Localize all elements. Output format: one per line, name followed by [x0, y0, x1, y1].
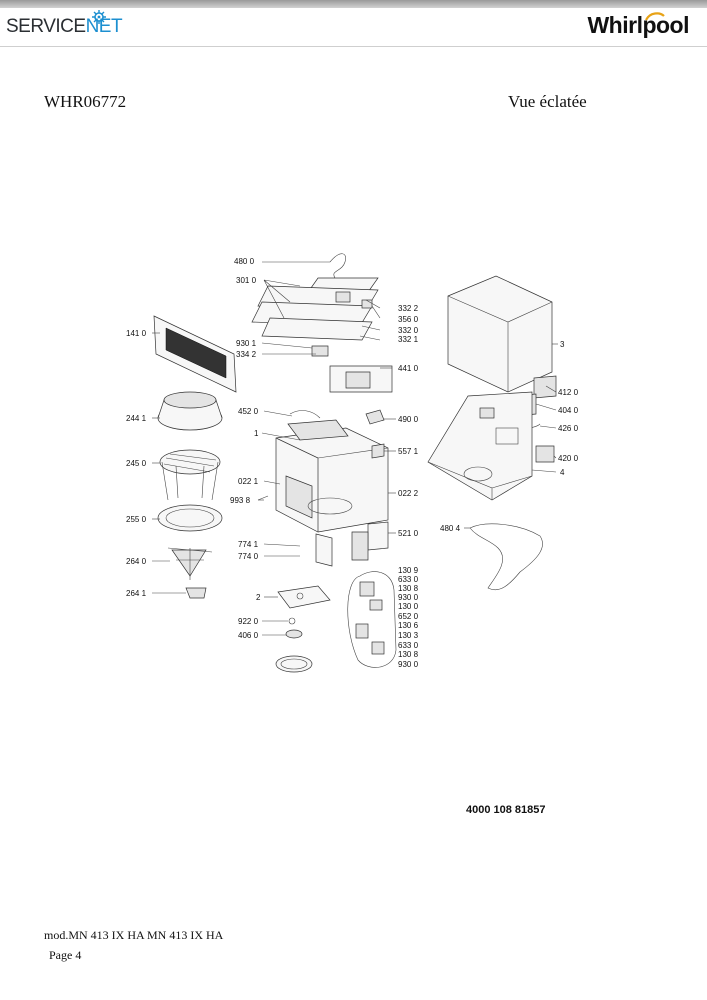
- label-412-0: 412 0: [558, 388, 579, 397]
- label-922-0: 922 0: [238, 617, 259, 626]
- label-130-9: 130 9: [398, 566, 419, 575]
- label-930-0-a: 930 0: [398, 593, 419, 602]
- label-633-0-a: 633 0: [398, 575, 419, 584]
- label-774-1: 774 1: [238, 540, 259, 549]
- header-divider: [0, 46, 707, 47]
- label-4: 4: [560, 468, 565, 477]
- control-panel-group: [251, 253, 393, 393]
- door-part: [153, 315, 237, 393]
- gear-icon: [92, 10, 106, 24]
- label-404-0: 404 0: [558, 406, 579, 415]
- label-130-8-a: 130 8: [398, 584, 419, 593]
- label-490-0: 490 0: [398, 415, 419, 424]
- label-993-8: 993 8: [230, 496, 251, 505]
- document-part-number: 4000 108 81857: [466, 804, 546, 816]
- label-406-0: 406 0: [238, 631, 259, 640]
- header-top-bar: [0, 0, 707, 8]
- label-130-0: 130 0: [398, 602, 419, 611]
- label-244-1: 244 1: [126, 414, 147, 423]
- part-labels: 480 0 301 0 332 2 356 0 332 0 332 1 141 …: [126, 257, 579, 669]
- label-441-0: 441 0: [398, 364, 419, 373]
- accessories-group: [157, 391, 223, 599]
- footer-page-label: Page 4: [49, 948, 82, 962]
- label-480-4: 480 4: [440, 524, 461, 533]
- casing-group: [427, 275, 557, 591]
- label-930-0-b: 930 0: [398, 660, 419, 669]
- model-code: WHR06772: [44, 92, 127, 111]
- label-022-1: 022 1: [238, 477, 259, 486]
- leader-lines: [152, 261, 558, 636]
- label-255-0: 255 0: [126, 515, 147, 524]
- label-141-0: 141 0: [126, 329, 147, 338]
- whirlpool-logo-text: Whirlpool: [587, 12, 689, 38]
- label-633-0-b: 633 0: [398, 641, 419, 650]
- label-480-0: 480 0: [234, 257, 255, 266]
- label-426-0: 426 0: [558, 424, 579, 433]
- servicenet-logo: SERVICENET: [6, 10, 123, 38]
- label-521-0: 521 0: [398, 529, 419, 538]
- label-332-2: 332 2: [398, 304, 419, 313]
- cavity-assembly: [257, 409, 389, 673]
- label-1: 1: [254, 429, 259, 438]
- whirlpool-logo: Whirlpool: [587, 12, 689, 39]
- swirl-icon: [645, 12, 666, 21]
- label-130-8-b: 130 8: [398, 650, 419, 659]
- label-452-0: 452 0: [238, 407, 259, 416]
- label-652-0: 652 0: [398, 612, 419, 621]
- label-130-3: 130 3: [398, 631, 419, 640]
- label-356-0: 356 0: [398, 315, 419, 324]
- label-332-0: 332 0: [398, 326, 419, 335]
- label-332-1: 332 1: [398, 335, 419, 344]
- label-334-2: 334 2: [236, 350, 257, 359]
- label-3: 3: [560, 340, 565, 349]
- label-2: 2: [256, 593, 261, 602]
- footer-model-line: mod.MN 413 IX HA MN 413 IX HA: [44, 928, 224, 942]
- label-022-2: 022 2: [398, 489, 419, 498]
- label-774-0: 774 0: [238, 552, 259, 561]
- label-420-0: 420 0: [558, 454, 579, 463]
- label-245-0: 245 0: [126, 459, 147, 468]
- label-130-6: 130 6: [398, 621, 419, 630]
- switch-group: [347, 571, 397, 668]
- view-title: Vue éclatée: [508, 92, 587, 111]
- label-264-1: 264 1: [126, 589, 147, 598]
- label-301-0: 301 0: [236, 276, 257, 285]
- servicenet-logo-text-a: SERVICE: [6, 16, 86, 37]
- label-557-1: 557 1: [398, 447, 419, 456]
- label-264-0: 264 0: [126, 557, 147, 566]
- label-930-1: 930 1: [236, 339, 257, 348]
